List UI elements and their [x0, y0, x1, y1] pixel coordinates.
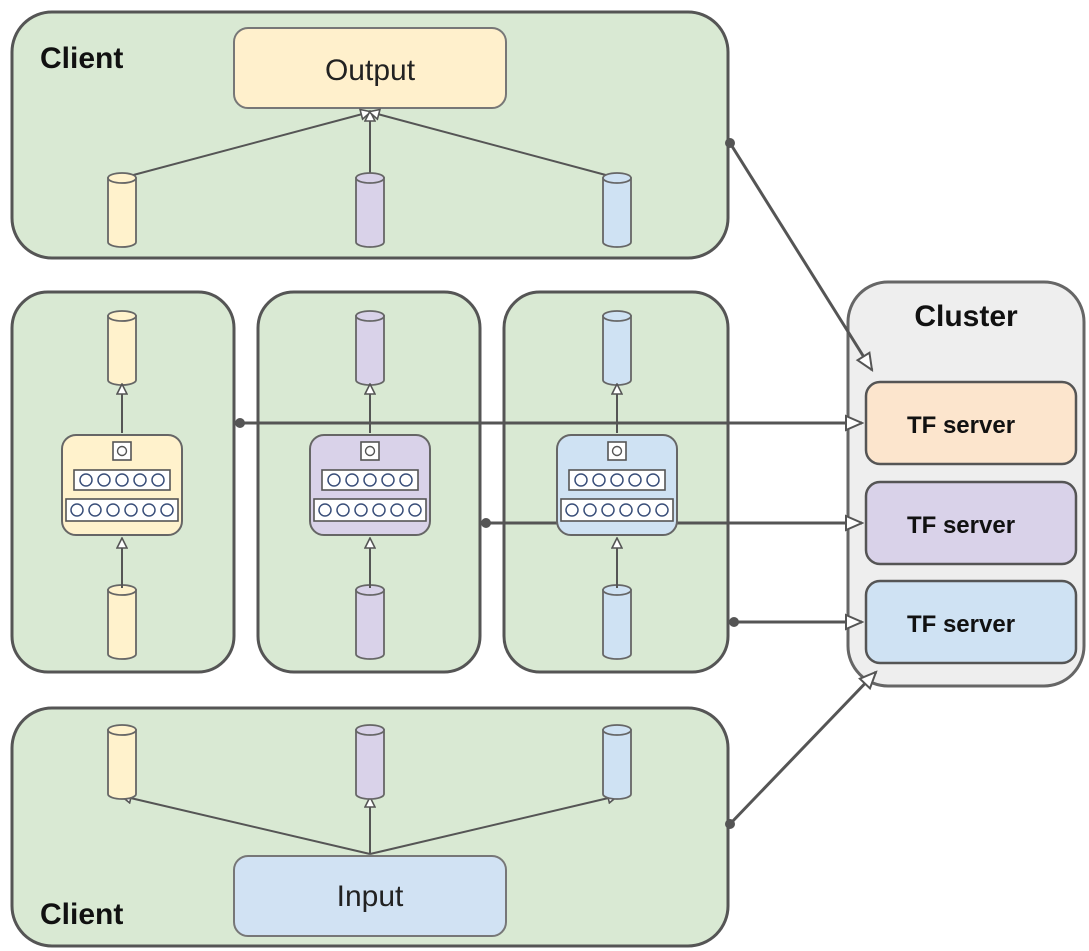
tf-server-1: TF server [864, 380, 1078, 466]
cylinder-icon [355, 724, 385, 800]
output-box: Output [233, 27, 507, 109]
cluster-panel: Cluster TF server TF server TF server [846, 280, 1086, 688]
tf-server-2-label: TF server [907, 512, 1015, 539]
output-label: Output [325, 54, 416, 87]
arrow-input-3 [369, 796, 617, 855]
client-bottom-label: Client [40, 898, 123, 931]
arrow-input-1 [122, 796, 371, 855]
cluster-label: Cluster [914, 300, 1018, 333]
cylinder-icon [355, 172, 385, 248]
arrow-client-top-to-tf-server-1 [730, 143, 872, 370]
cylinder-icon [355, 310, 385, 386]
cylinder-icon [107, 172, 137, 248]
tf-server-2: TF server [864, 480, 1078, 566]
neural-network-icon [61, 434, 183, 536]
cylinder-icon [107, 584, 137, 660]
cylinder-icon [602, 172, 632, 248]
cylinder-icon [602, 310, 632, 386]
arrow-client-bottom-to-tf-server-3 [730, 672, 876, 824]
arrow-output-1 [121, 112, 370, 179]
tf-server-1-label: TF server [907, 412, 1015, 439]
neural-network-icon [309, 434, 431, 536]
worker-internals [61, 172, 678, 800]
client-top-panel: Client Output [10, 10, 730, 260]
client-top-label: Client [40, 42, 123, 75]
cylinder-icon [602, 724, 632, 800]
cylinder-icon [107, 310, 137, 386]
cylinder-icon [602, 584, 632, 660]
tf-server-3-label: TF server [907, 611, 1015, 638]
input-box: Input [233, 855, 507, 937]
input-label: Input [337, 880, 404, 913]
cylinder-icon [107, 724, 137, 800]
client-bottom-panel: Client Input [10, 706, 730, 948]
neural-network-icon [556, 434, 678, 536]
cylinder-icon [355, 584, 385, 660]
tf-server-3: TF server [864, 579, 1078, 665]
arrow-output-3 [370, 112, 618, 179]
